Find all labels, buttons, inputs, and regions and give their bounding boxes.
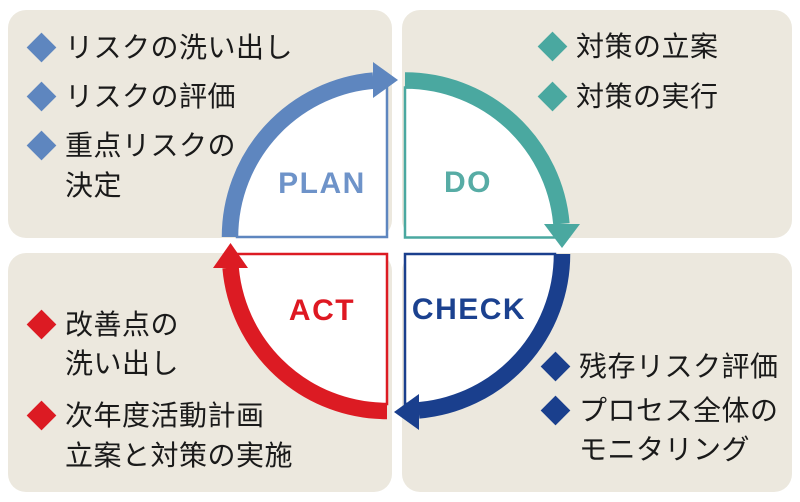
check-quadrant-shape: [403, 252, 557, 406]
plan-label: PLAN: [278, 167, 366, 200]
diamond-bullet-icon: [537, 31, 567, 62]
list-item-text: 重点リスクの 決定: [65, 130, 237, 201]
check-item-list: 残存リスク評価 プロセス全体の モニタリング: [540, 347, 779, 470]
check-arrow-icon: [394, 394, 419, 430]
list-item: 対策の実行: [537, 77, 719, 116]
list-item: 対策の立案: [537, 27, 719, 66]
list-item-text: 改善点の 洗い出し: [65, 309, 180, 380]
diamond-bullet-icon: [540, 395, 570, 426]
diamond-bullet-icon: [26, 81, 56, 112]
list-item-text: プロセス全体の モニタリング: [579, 395, 779, 466]
list-item: 重点リスクの 決定: [26, 126, 293, 204]
do-quadrant-shape: [403, 86, 557, 239]
plan-arrow-icon: [373, 62, 398, 98]
act-item-list: 改善点の 洗い出し 次年度活動計画 立案と対策の実施: [26, 305, 293, 475]
list-item-text: 次年度活動計画 立案と対策の実施: [65, 400, 294, 471]
list-item-text: リスクの評価: [65, 81, 237, 113]
diamond-bullet-icon: [26, 32, 56, 63]
act-arrow-icon: [213, 243, 248, 268]
check-label: CHECK: [411, 293, 527, 326]
list-item-text: 残存リスク評価: [579, 351, 779, 382]
do-item-list: 対策の立案 対策の実行: [537, 27, 719, 116]
list-item: リスクの洗い出し: [26, 28, 293, 67]
plan-arc: [221, 72, 374, 238]
check-arc: [418, 253, 571, 419]
list-item: 残存リスク評価: [540, 347, 779, 386]
diamond-bullet-icon: [26, 401, 56, 431]
list-item: 次年度活動計画 立案と対策の実施: [26, 396, 293, 474]
act-label: ACT: [288, 294, 356, 327]
do-arc: [404, 72, 570, 225]
list-item-text: 対策の立案: [576, 31, 719, 62]
diamond-bullet-icon: [540, 351, 570, 382]
list-item: プロセス全体の モニタリング: [540, 391, 779, 469]
list-item: リスクの評価: [26, 77, 293, 116]
list-item: 改善点の 洗い出し: [26, 305, 293, 383]
do-arrow-icon: [544, 224, 580, 248]
diamond-bullet-icon: [537, 81, 567, 112]
list-item-text: 対策の実行: [576, 81, 719, 113]
plan-item-list: リスクの洗い出し リスクの評価 重点リスクの 決定: [26, 28, 293, 205]
do-label: DO: [444, 166, 492, 199]
act-arc: [222, 267, 388, 420]
diamond-bullet-icon: [26, 309, 56, 340]
list-item-text: リスクの洗い出し: [65, 32, 294, 63]
diamond-bullet-icon: [26, 131, 56, 161]
